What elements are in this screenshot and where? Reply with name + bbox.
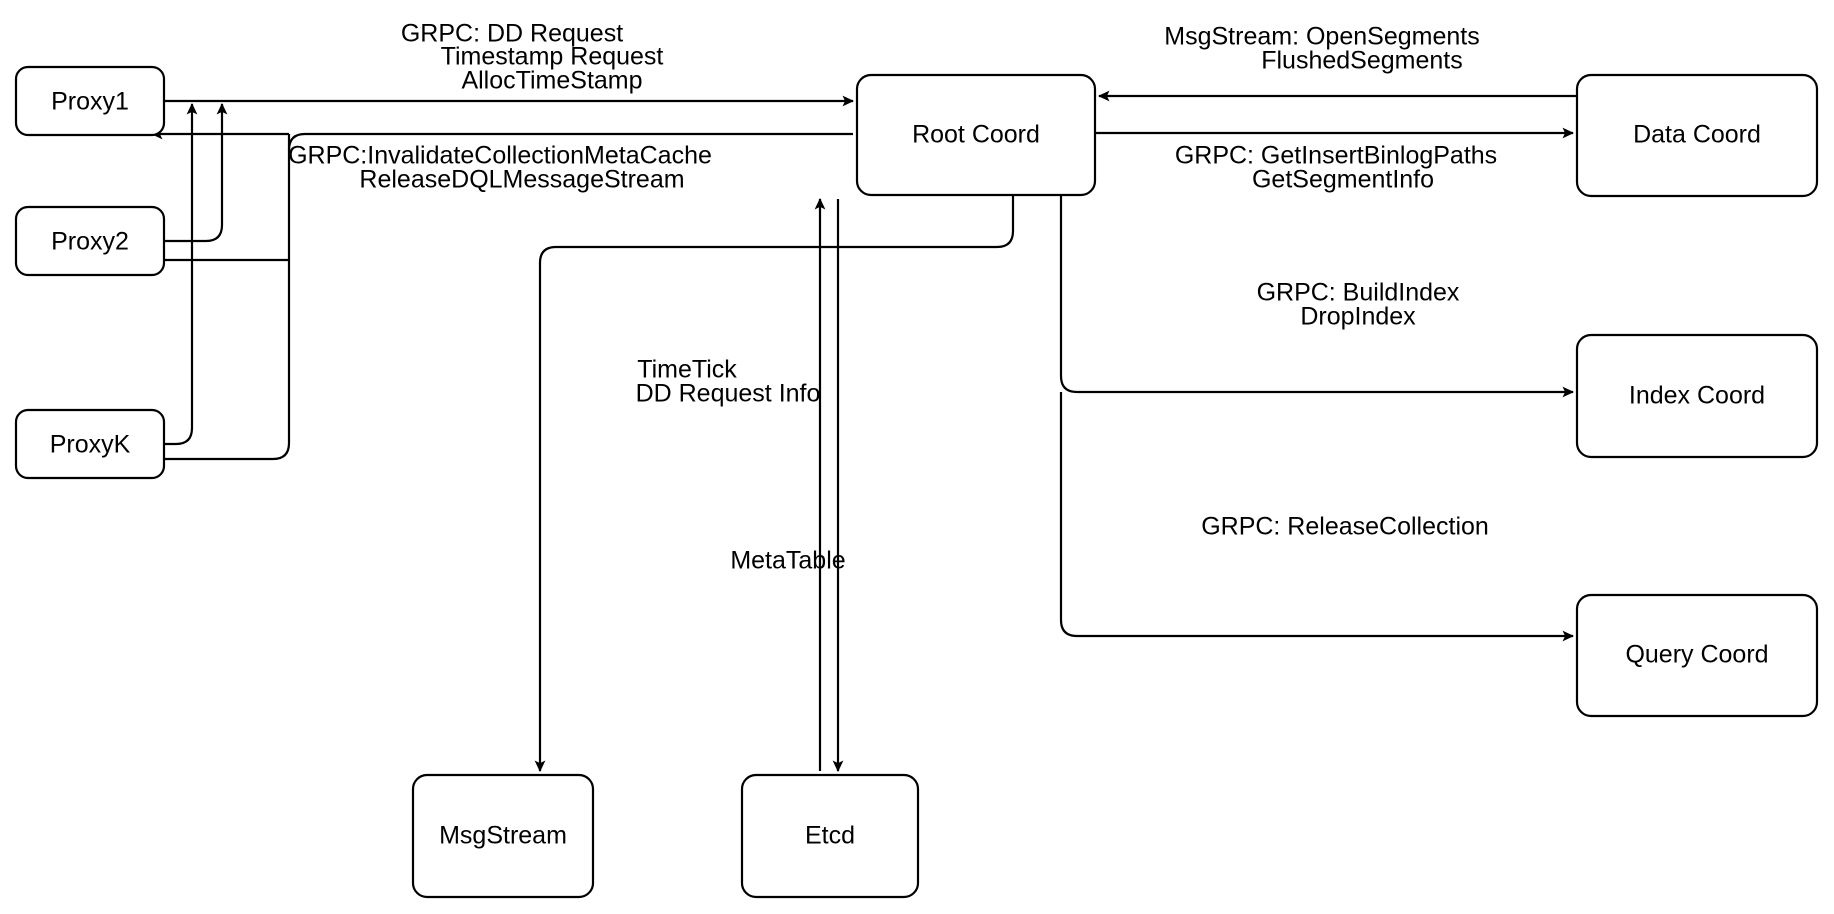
edge-label-line: GRPC:InvalidateCollectionMetaCache [288,142,712,170]
edge-label-line: GRPC: DD Request [401,20,623,48]
edge-layer [151,90,1577,772]
proxy2-label: Proxy2 [51,228,129,256]
edge-label-line: GRPC: ReleaseCollection [1201,513,1489,541]
node-proxy2[interactable]: Proxy2 [14,205,166,277]
node-query-coord[interactable]: Query Coord [1575,593,1819,718]
edge-label-line: DD Request Info [636,380,821,408]
edge-label-line: MsgStream: OpenSegments [1164,23,1479,51]
query-coord-box[interactable] [1575,593,1819,718]
edge-label-line: TimeTick [637,356,737,384]
data-coord-box[interactable] [1575,73,1819,198]
edge-label-datacoord-to-rootcoord: MsgStream: OpenSegments FlushedSegments [1164,23,1479,75]
edge-label-line: MetaTable [730,547,845,575]
edge-label-rootcoord-etcd: MetaTable [730,547,845,575]
etcd-label: Etcd [805,822,855,850]
edge-label-rootcoord-to-msgstream: TimeTick DD Request Info [636,356,821,408]
proxy1-box[interactable] [14,65,166,137]
edge-label-line: GRPC: BuildIndex [1257,279,1460,307]
data-coord-label: Data Coord [1633,121,1761,149]
node-proxy1[interactable]: Proxy1 [14,65,166,137]
msgstream-label: MsgStream [439,822,567,850]
edge-label-rootcoord-to-querycoord: GRPC: ReleaseCollection [1201,513,1489,541]
edge-label-line: GRPC: GetInsertBinlogPaths [1175,142,1497,170]
edge-label-rootcoord-to-indexcoord: GRPC: BuildIndex DropIndex [1257,279,1460,331]
edge-label-layer: GRPC: DD Request Timestamp Request Alloc… [288,20,1497,575]
edge-rootcoord-to-indexcoord [1059,194,1574,398]
proxyk-label: ProxyK [50,431,131,459]
node-proxyk[interactable]: ProxyK [14,408,166,480]
proxyk-box[interactable] [14,408,166,480]
etcd-box[interactable] [740,773,920,899]
edge-label-line: GetSegmentInfo [1252,166,1434,194]
edge-rootcoord-return-bus [151,132,853,465]
edge-label-line: ReleaseDQLMessageStream [359,166,684,194]
edge-proxy2-riser [164,103,228,243]
proxy1-label: Proxy1 [51,88,129,116]
edge-label-rootcoord-to-proxies: GRPC:InvalidateCollectionMetaCache Relea… [288,142,712,194]
edge-rootcoord-to-msgstream [534,195,1015,772]
edge-proxyk-riser [164,103,198,446]
edge-label-line: FlushedSegments [1261,47,1463,75]
edge-label-proxies-to-rootcoord: GRPC: DD Request Timestamp Request Alloc… [401,20,664,95]
node-root-coord[interactable]: Root Coord [855,73,1097,197]
node-msgstream[interactable]: MsgStream [411,773,595,899]
root-coord-label: Root Coord [912,121,1040,149]
node-index-coord[interactable]: Index Coord [1575,333,1819,459]
query-coord-label: Query Coord [1625,641,1768,669]
edge-label-line: AllocTimeStamp [461,67,642,95]
edge-label-rootcoord-to-datacoord: GRPC: GetInsertBinlogPaths GetSegmentInf… [1175,142,1497,194]
node-data-coord[interactable]: Data Coord [1575,73,1819,198]
index-coord-label: Index Coord [1629,382,1765,410]
index-coord-box[interactable] [1575,333,1819,459]
msgstream-box[interactable] [411,773,595,899]
node-layer: Proxy1 Proxy2 ProxyK Root Coord Data Coo… [14,65,1819,899]
proxy2-box[interactable] [14,205,166,277]
edge-label-line: DropIndex [1300,303,1416,331]
edge-rootcoord-to-querycoord [1059,392,1574,642]
node-etcd[interactable]: Etcd [740,773,920,899]
edge-label-line: Timestamp Request [441,43,664,71]
root-coord-box[interactable] [855,73,1097,197]
